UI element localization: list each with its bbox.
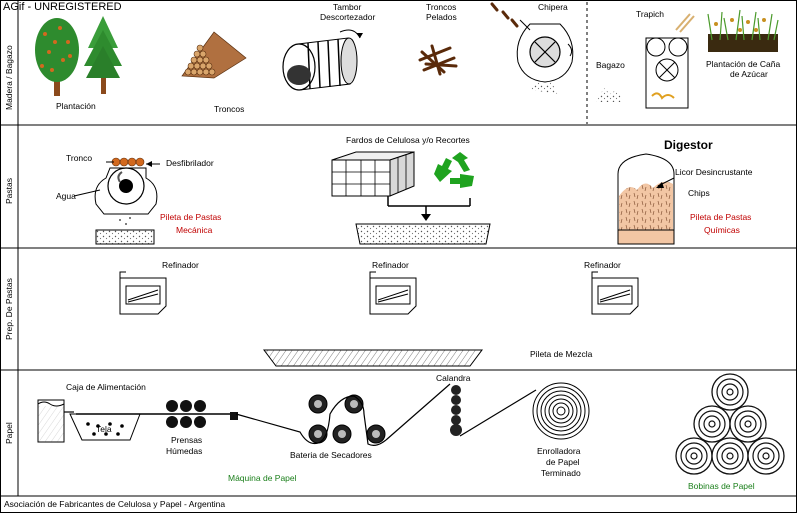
section-label-papel: Papel [4, 422, 14, 444]
section-label-madera: Madera / Bagazo [4, 45, 14, 110]
reel-icon [532, 382, 590, 440]
label-calandra: Calandra [436, 373, 471, 383]
label-maquina: Máquina de Papel [228, 473, 297, 483]
label-bagazo: Bagazo [596, 60, 625, 70]
bales-flow-arrow [355, 196, 491, 245]
label-prensas-2: Húmedas [166, 446, 202, 456]
label-prensas-1: Prensas [171, 435, 202, 445]
label-agua: Agua [56, 191, 76, 201]
mixing-tank-icon [263, 349, 483, 367]
watermark-text: AGif - UNREGISTERED [3, 1, 122, 13]
label-chipera: Chipera [538, 2, 568, 12]
refiner-3-icon [591, 271, 639, 315]
label-pileta-quimica-1: Pileta de Pastas [690, 212, 751, 222]
refiner-1-icon [119, 271, 167, 315]
label-pelados-2: Pelados [426, 12, 457, 22]
pulp-bales-icon [331, 151, 415, 197]
dryer-battery-icon [235, 394, 387, 446]
label-enrolladora-2: de Papel [546, 457, 580, 467]
wire-section-icon [69, 413, 236, 441]
label-tronco: Tronco [66, 153, 92, 163]
label-plantacion: Plantación [56, 101, 96, 111]
label-secadores: Bateria de Secadores [290, 450, 372, 460]
label-trapich: Trapich [636, 9, 664, 19]
bagasse-pile-icon [596, 88, 624, 102]
label-pelados-1: Troncos [426, 2, 456, 12]
label-troncos: Troncos [214, 104, 244, 114]
digester-icon [617, 153, 675, 245]
label-pileta-mecanica-1: Pileta de Pastas [160, 212, 221, 222]
recycle-icon [434, 152, 474, 188]
section-label-pastas: Pastas [4, 178, 14, 204]
label-refinador-3: Refinador [584, 260, 621, 270]
calender-icon [385, 383, 537, 441]
label-cana-1: Plantación de Caña [706, 59, 780, 69]
wet-press-icon [166, 400, 238, 428]
footer-credit: Asociación de Fabricantes de Celulosa y … [4, 499, 225, 509]
headbox-icon [37, 399, 74, 443]
label-fardos: Fardos de Celulosa y/o Recortes [346, 135, 470, 145]
label-pileta-mecanica-2: Mecánica [176, 225, 213, 235]
label-tambor-1: Tambor [333, 2, 362, 12]
label-enrolladora-1: Enrolladora [537, 446, 581, 456]
label-pileta-quimica-2: Químicas [704, 225, 740, 235]
peeled-logs-icon [418, 44, 458, 76]
chipper-icon [490, 2, 574, 94]
tree-plantation-icon [35, 16, 122, 96]
label-desfibrilador: Desfibrilador [166, 158, 214, 168]
label-licor: Licor Desincrustante [675, 167, 753, 177]
sugarcane-field-icon [707, 9, 779, 52]
label-refinador-1: Refinador [162, 260, 199, 270]
label-caja-alimentacion: Caja de Alimentación [66, 382, 146, 392]
label-enrolladora-3: Terminado [541, 468, 581, 478]
label-tambor-2: Descortezador [320, 12, 375, 22]
refiner-2-icon [369, 271, 417, 315]
paper-rolls-icon [675, 373, 785, 475]
log-pile-icon [181, 31, 247, 79]
defibrator-icon [73, 157, 160, 245]
label-tela: Tela [96, 424, 112, 434]
label-digestor: Digestor [664, 138, 713, 152]
label-pileta-mezcla: Pileta de Mezcla [530, 349, 593, 359]
label-cana-2: de Azúcar [730, 69, 768, 79]
debarking-drum-icon [282, 29, 363, 91]
label-chips: Chips [688, 188, 710, 198]
section-label-prep: Prep. De Pastas [4, 278, 14, 340]
label-refinador-2: Refinador [372, 260, 409, 270]
label-bobinas: Bobinas de Papel [688, 481, 755, 491]
sugar-mill-icon [645, 13, 695, 109]
